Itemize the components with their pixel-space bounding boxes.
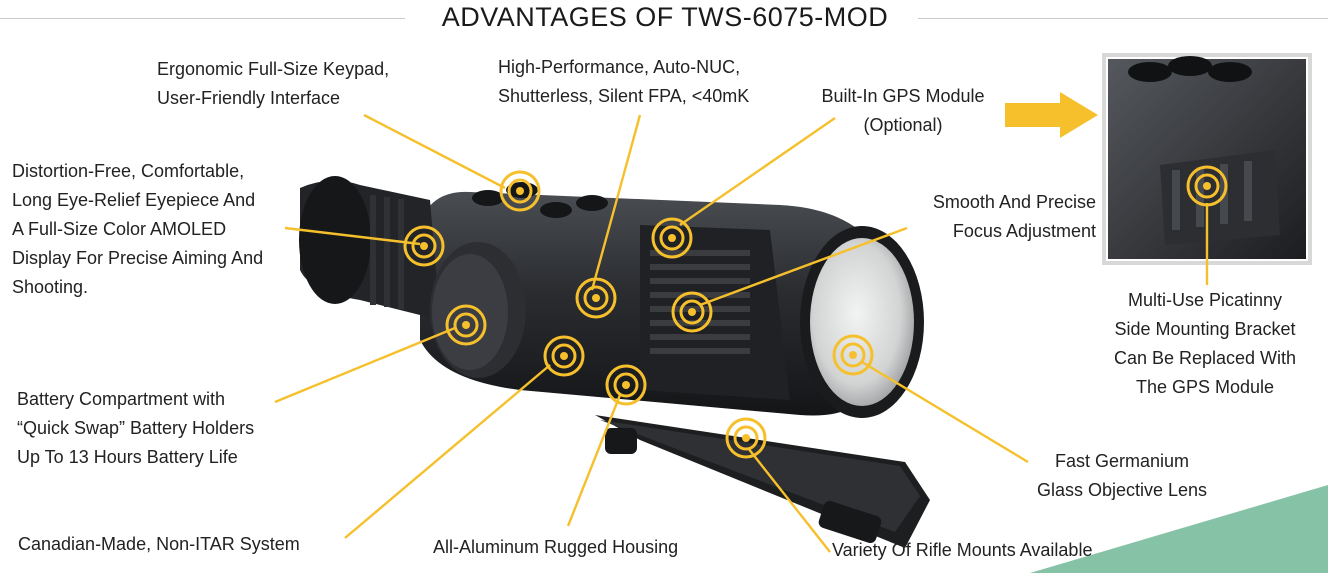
callout-eyepiece-icon [403,225,445,267]
label-eyepiece: Distortion-Free, Comfortable,Long Eye-Re… [12,161,264,297]
scope-body [299,176,924,418]
leader-lens [861,360,1029,464]
callout-fpa-icon [575,277,617,319]
callout-housing-icon [605,364,647,406]
leader-canadian [344,364,551,539]
label-battery: Battery Compartment with“Quick Swap” Bat… [17,389,255,467]
rifle-mount [595,415,930,548]
leader-eyepiece [284,226,421,246]
callout-battery-icon [445,304,487,346]
header-rule-right [918,18,1328,19]
callout-focus-icon [671,291,713,333]
label-housing: All-Aluminum Rugged Housing [433,537,679,557]
callout-canadian-icon [543,335,585,377]
label-keypad: Ergonomic Full-Size Keypad,User-Friendly… [157,59,390,108]
objective-lens [810,238,914,406]
leader-housing [566,394,622,527]
leader-focus [699,226,908,307]
page-title: ADVANTAGES OF TWS-6075-MOD [441,2,889,32]
label-gps: Built-In GPS Module(Optional) [821,86,985,135]
callout-gps-icon [651,217,693,259]
corner-decoration [1030,485,1328,573]
label-canadian: Canadian-Made, Non-ITAR System [18,534,300,554]
arrow-icon [1005,92,1098,138]
leader-battery [274,326,456,404]
leader-mounts [747,447,831,553]
callout-mounts-icon [725,417,767,459]
label-mounts: Variety Of Rifle Mounts Available [832,540,1093,560]
leader-fpa [590,114,642,291]
callout-keypad-icon [499,170,541,212]
leader-gps [679,117,836,226]
callout-picatinny-icon [1186,165,1228,207]
label-fpa: High-Performance, Auto-NUC,Shutterless, … [498,57,750,106]
leader-keypad [363,113,506,190]
callout-lens-icon [832,334,874,376]
header-rule-left [0,18,405,19]
